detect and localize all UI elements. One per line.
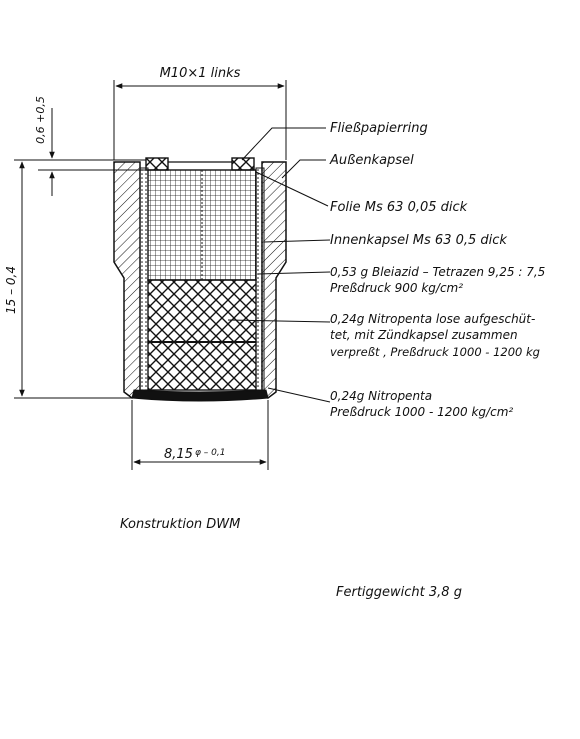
callout-charge2-line3: verpreßt , Preßdruck 1000 - 1200 kg [330, 345, 540, 359]
dimension-top-gap-label: 0,6 +0,5 [34, 96, 47, 144]
charge-nitropenta-pressed [147, 341, 257, 391]
callout-charge2-line2: tet, mit Zündkapsel zusammen [330, 328, 518, 342]
callout-charge2-line1: 0,24g Nitropenta lose aufgeschüt- [330, 312, 535, 326]
dimension-height: 15 – 0,4 [4, 159, 132, 399]
charge-nitropenta-loose [147, 279, 257, 343]
dimension-top-width: M10×1 links [113, 66, 287, 160]
paper-ring [145, 157, 255, 171]
charge-lead-azide [147, 169, 257, 281]
callout-foil: Folie Ms 63 0,05 dick [330, 200, 468, 215]
callout-charge3-line2: Preßdruck 1000 - 1200 kg/cm² [330, 405, 513, 419]
callout-charge1-line1: 0,53 g Bleiazid – Tetrazen 9,25 : 7,5 [330, 265, 545, 279]
outer-capsule [113, 161, 287, 402]
finished-weight: Fertiggewicht 3,8 g [336, 585, 462, 600]
dimension-height-label: 15 – 0,4 [4, 266, 18, 314]
dimension-top-gap: 0,6 +0,5 [34, 96, 148, 196]
drawing-caption: Konstruktion DWM [120, 517, 240, 532]
callout-inner-capsule: Innenkapsel Ms 63 0,5 dick [330, 233, 507, 248]
callout-paper-ring: Fließpapierring [330, 121, 428, 136]
dimension-top-width-label: M10×1 links [160, 66, 241, 81]
callout-charge3-line1: 0,24g Nitropenta [330, 389, 432, 403]
callout-charge1-line2: Preßdruck 900 kg/cm² [330, 281, 463, 295]
callout-leaders [227, 127, 331, 403]
callout-outer-capsule: Außenkapsel [329, 153, 414, 168]
